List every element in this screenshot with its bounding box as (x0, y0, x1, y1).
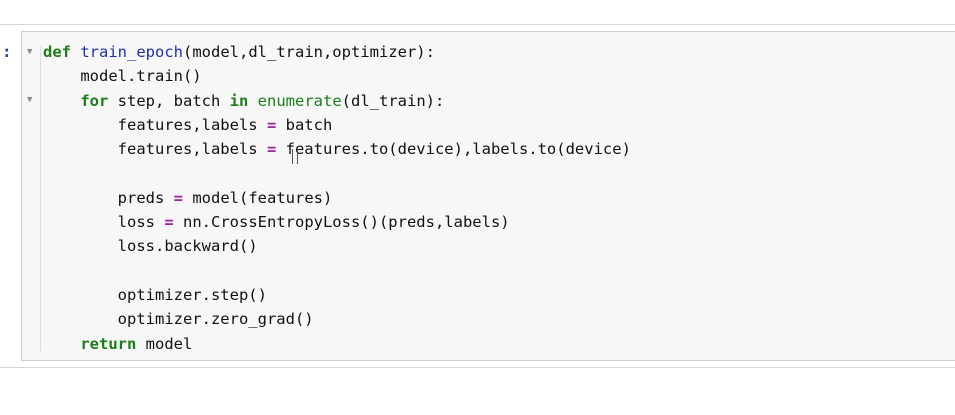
code-token: features,labels (117, 140, 267, 159)
code-line: model.train() (43, 64, 631, 88)
keyword-token: def (43, 43, 71, 61)
code-line: return model (43, 332, 631, 356)
code-token: step, batch (108, 91, 230, 110)
top-divider (0, 24, 955, 25)
code-line: for step, batch in enumerate(dl_train): (43, 89, 631, 113)
code-line-blank (43, 259, 631, 283)
code-token: features,labels (117, 115, 267, 134)
builtin-token: enumerate (257, 91, 342, 110)
code-line: features,labels = batch (43, 113, 631, 137)
code-token (248, 92, 257, 110)
code-token: batch (276, 115, 333, 134)
code-token: model.train() (80, 67, 202, 86)
operator-token: = (173, 188, 183, 207)
keyword-token: in (229, 91, 249, 110)
operator-token: = (266, 115, 277, 134)
keyword-token: for (80, 91, 109, 110)
code-token: model (136, 334, 193, 353)
function-name-token: train_epoch (80, 43, 183, 61)
code-token: nn.CrossEntropyLoss()(preds,labels) (173, 213, 510, 232)
code-line: optimizer.zero_grad() (43, 307, 631, 331)
code-token: model(features) (183, 188, 333, 207)
code-token: loss (117, 213, 165, 232)
code-line: def train_epoch(model,dl_train,optimizer… (43, 40, 631, 64)
fold-triangle-down-icon[interactable]: ▼ (27, 47, 33, 57)
operator-token: = (164, 213, 174, 232)
code-line: features,labels = features.to(device),la… (43, 137, 631, 161)
code-token: preds (117, 188, 174, 207)
code-token: (model,dl_train,optimizer): (183, 43, 435, 61)
code-line: optimizer.step() (43, 283, 631, 307)
code-cell[interactable]: ▼ ▼ def train_epoch(model,dl_train,optim… (21, 31, 955, 361)
text-cursor-icon (292, 149, 298, 164)
code-token: (dl_train): (341, 91, 445, 110)
code-token: optimizer.step() (117, 285, 267, 304)
code-line: preds = model(features) (43, 186, 631, 210)
operator-token: = (266, 140, 277, 159)
bottom-divider (0, 367, 955, 368)
code-line: loss.backward() (43, 234, 631, 258)
code-line: loss = nn.CrossEntropyLoss()(preds,label… (43, 210, 631, 234)
code-token: features.to(device),labels.to(device) (276, 140, 631, 159)
code-gutter: ▼ ▼ (22, 32, 41, 360)
code-editor[interactable]: def train_epoch(model,dl_train,optimizer… (43, 40, 631, 356)
cell-prompt: : (2, 42, 12, 61)
gutter-divider (40, 46, 41, 351)
keyword-token: return (80, 334, 137, 353)
code-token: optimizer.zero_grad() (117, 310, 314, 329)
code-line-blank (43, 161, 631, 185)
fold-triangle-down-icon[interactable]: ▼ (27, 95, 33, 105)
code-token: loss.backward() (117, 237, 258, 256)
